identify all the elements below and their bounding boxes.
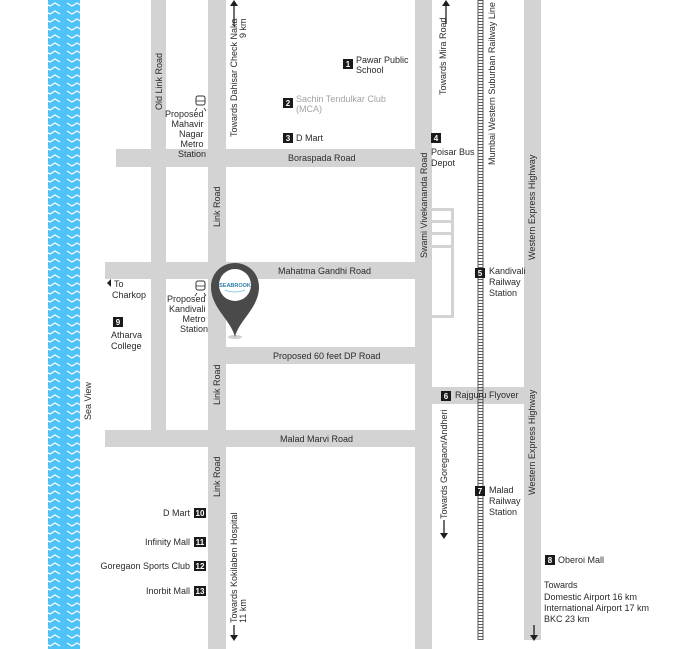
mahavir-metro-station-label: Proposed Mahavir Nagar Metro Station	[165, 109, 206, 159]
western-express-highway	[524, 0, 541, 640]
svg-text:10: 10	[196, 509, 205, 518]
service-lane-2	[432, 220, 454, 223]
mahatma-gandhi-road	[105, 262, 432, 279]
towards-dahisar-label: Towards Dahisar Check Naka	[229, 18, 239, 137]
svg-text:8: 8	[548, 556, 553, 565]
link-road-label-1: Link Road	[212, 186, 222, 227]
sea-strip	[48, 0, 80, 649]
link-road-label-2: Link Road	[212, 364, 222, 405]
railway-track	[477, 0, 484, 640]
railway-line-label: Mumbai Western Suburban Railway Line	[487, 2, 497, 165]
kokilaben-distance-label: 11 km	[238, 599, 248, 623]
landmark-11: 11 Infinity Mall	[145, 537, 206, 547]
service-lane-5	[432, 315, 454, 318]
landmark-3: 3 D Mart	[283, 133, 323, 143]
svg-text:D Mart: D Mart	[163, 508, 190, 518]
svg-text:Sachin Tendulkar Club(MCA): Sachin Tendulkar Club(MCA)	[296, 94, 386, 114]
svg-text:5: 5	[478, 269, 483, 278]
old-link-road	[151, 0, 166, 430]
mahatma-gandhi-road-label: Mahatma Gandhi Road	[278, 266, 371, 276]
sea-view-label: Sea View	[83, 382, 93, 420]
landmark-8: 8 Oberoi Mall	[545, 555, 604, 565]
svg-text:6: 6	[444, 392, 449, 401]
svg-text:Goregaon Sports Club: Goregaon Sports Club	[100, 561, 190, 571]
svg-text:Infinity Mall: Infinity Mall	[145, 537, 190, 547]
landmark-12: 12 Goregaon Sports Club	[100, 561, 206, 571]
svg-text:13: 13	[196, 587, 205, 596]
svg-text:12: 12	[196, 562, 205, 571]
western-express-label-2: Western Express Highway	[527, 389, 537, 495]
boraspada-road-label: Boraspada Road	[288, 153, 356, 163]
swami-vivekananda-road-label: Swami Vivekananda Road	[419, 153, 429, 258]
service-lane-3	[432, 232, 454, 235]
road-network	[105, 0, 541, 649]
direction-arrow-icon	[107, 0, 538, 641]
towards-airport-label: Towards Domestic Airport 16 km Internati…	[544, 580, 652, 624]
to-charkop-label: To Charkop	[112, 279, 146, 300]
towards-kokilaben-label: Towards Kokilaben Hospital	[229, 512, 239, 623]
svg-text:4: 4	[434, 134, 439, 143]
link-road-label-3: Link Road	[212, 456, 222, 497]
svg-text:Rajguru Flyover: Rajguru Flyover	[455, 390, 519, 400]
location-pin-icon: SEABROOK	[211, 263, 259, 339]
service-lane-4	[432, 245, 454, 248]
svg-text:D Mart: D Mart	[296, 133, 323, 143]
malad-marvi-road	[105, 430, 432, 447]
old-link-road-label: Old Link Road	[154, 53, 164, 110]
svg-text:11: 11	[196, 538, 205, 547]
dp-road-label: Proposed 60 feet DP Road	[273, 351, 380, 361]
malad-marvi-road-label: Malad Marvi Road	[280, 434, 353, 444]
boraspada-road	[116, 149, 416, 167]
marker-logo-text: SEABROOK	[219, 283, 251, 289]
svg-text:7: 7	[478, 487, 483, 496]
service-lane-1	[432, 208, 454, 211]
metro-train-icon	[194, 280, 207, 297]
svg-text:Inorbit Mall: Inorbit Mall	[146, 586, 190, 596]
svg-text:2: 2	[286, 99, 291, 108]
towards-goregaon-label: Towards Goregaon/Andheri	[439, 409, 449, 519]
kandivali-metro-station-label: Proposed Kandivali Metro Station	[167, 294, 208, 334]
swami-vivekananda-road	[415, 0, 432, 649]
dp-road	[226, 347, 415, 364]
western-express-label-1: Western Express Highway	[527, 154, 537, 260]
dahisar-distance-label: 9 km	[238, 18, 248, 38]
service-lane-vertical	[451, 208, 454, 318]
metro-train-icon	[194, 95, 207, 112]
landmark-6: 6 Rajguru Flyover	[441, 390, 519, 401]
landmark-2: 2 Sachin Tendulkar Club(MCA)	[283, 94, 386, 114]
svg-text:9: 9	[116, 318, 121, 327]
landmark-10: 10 D Mart	[163, 508, 206, 518]
link-road	[208, 0, 226, 649]
svg-text:3: 3	[286, 134, 291, 143]
svg-text:Oberoi Mall: Oberoi Mall	[558, 555, 604, 565]
towards-mira-label: Towards Mira Road	[438, 17, 448, 95]
landmark-13: 13 Inorbit Mall	[146, 586, 206, 596]
svg-text:1: 1	[346, 60, 351, 69]
